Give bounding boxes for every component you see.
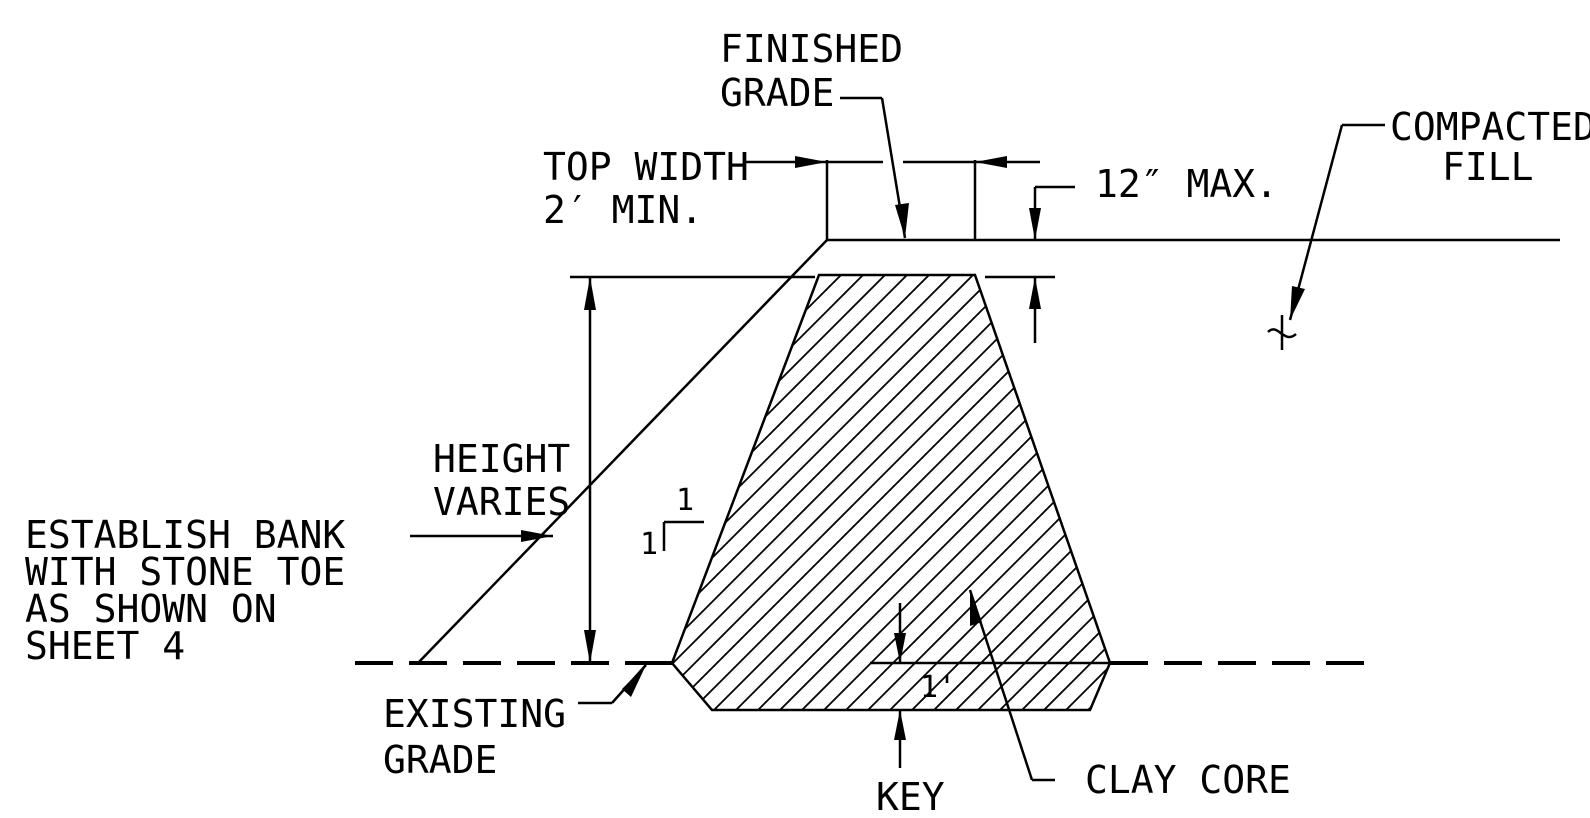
hatch-line — [1023, 275, 1110, 710]
hatch-line — [672, 275, 1011, 710]
hatch-line — [1067, 275, 1110, 710]
hatch-line — [957, 275, 1110, 710]
top-width-label-2: 2′ MIN. — [543, 188, 703, 232]
establish-bank-label-4: SHEET 4 — [25, 624, 185, 668]
existing-grade-label-1: EXISTING — [383, 692, 566, 736]
clay-core-outline — [670, 273, 1112, 712]
hatch-line — [672, 275, 901, 710]
hatch-line — [672, 275, 989, 710]
slope-run-label: 1 — [640, 527, 658, 562]
hatch-line — [935, 275, 1110, 710]
max-12-dimension — [985, 185, 1075, 343]
key-label: KEY — [876, 775, 945, 818]
slope-rise-label: 1 — [676, 483, 694, 518]
clay-core-label: CLAY CORE — [1085, 758, 1291, 802]
hatch-line — [781, 275, 1110, 710]
finished-grade-label-2: GRADE — [720, 71, 834, 115]
hatch-line — [1001, 275, 1110, 710]
finished-grade-label-1: FINISHED — [720, 27, 903, 71]
hatch-line — [913, 275, 1110, 710]
slope-symbol — [662, 520, 704, 551]
compacted-fill-leader — [1288, 123, 1385, 321]
key-dimension — [894, 603, 906, 768]
hatch-line — [715, 275, 1110, 710]
hatch-line — [1089, 275, 1110, 710]
hatch-line — [672, 275, 879, 710]
establish-bank-label-2: WITH STONE TOE — [25, 550, 345, 594]
hatch-line — [979, 275, 1110, 710]
establish-bank-label-1: ESTABLISH BANK — [25, 513, 345, 557]
height-dimension — [570, 275, 815, 663]
compacted-fill-label-2: FILL — [1442, 145, 1534, 189]
height-label-2: VARIES — [433, 480, 570, 524]
centerline-symbol — [1267, 315, 1297, 350]
compacted-fill-label-1: COMPACTED — [1390, 105, 1590, 149]
clay-core-leader — [968, 589, 1055, 782]
max-12-label: 12″ MAX. — [1095, 162, 1278, 206]
hatch-line — [672, 275, 1033, 710]
height-label-1: HEIGHT — [433, 437, 570, 481]
existing-grade-leader — [578, 664, 647, 705]
key-depth-label: 1' — [920, 670, 956, 705]
establish-bank-leader — [410, 530, 553, 542]
finished-grade-leader — [840, 96, 909, 239]
establish-bank-label-3: AS SHOWN ON — [25, 587, 277, 631]
hatch-line — [759, 275, 1110, 710]
hatch-line — [891, 275, 1110, 710]
top-width-dimension — [745, 156, 1040, 240]
hatch-line — [672, 275, 1055, 710]
hatch-line — [803, 275, 1110, 710]
embankment-slope-line — [417, 239, 828, 664]
hatch-line — [737, 275, 1110, 710]
clay-core-hatching — [672, 275, 1110, 710]
top-width-label-1: TOP WIDTH — [543, 145, 749, 189]
existing-grade-label-2: GRADE — [383, 738, 497, 782]
